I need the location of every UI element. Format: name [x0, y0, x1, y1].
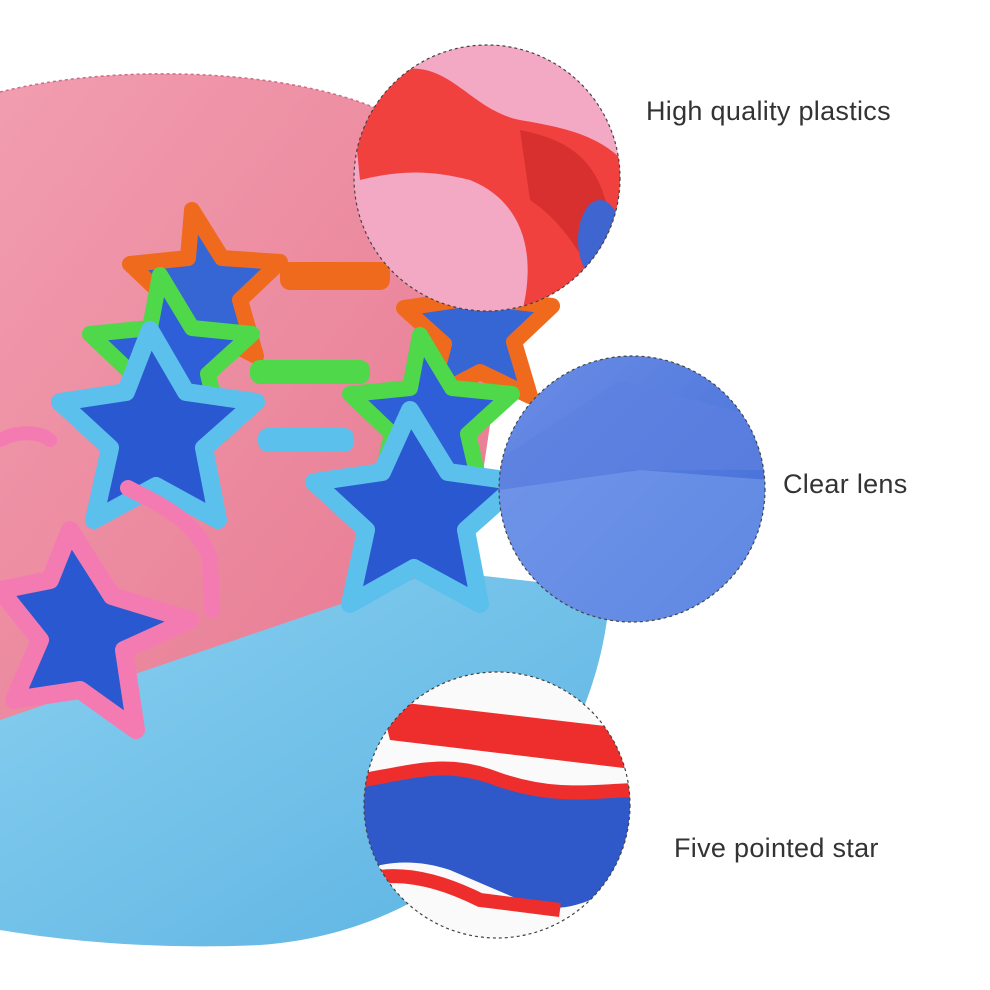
pink-star-glasses	[0, 426, 220, 739]
feature-label-star: Five pointed star	[674, 833, 879, 863]
plastics-closeup	[353, 44, 621, 312]
star-closeup	[363, 671, 631, 939]
feature-label-lens: Clear lens	[783, 469, 908, 499]
feature-label-plastics: High quality plastics	[646, 96, 891, 126]
lens-closeup	[498, 355, 766, 623]
blue-star-glasses	[51, 321, 529, 613]
